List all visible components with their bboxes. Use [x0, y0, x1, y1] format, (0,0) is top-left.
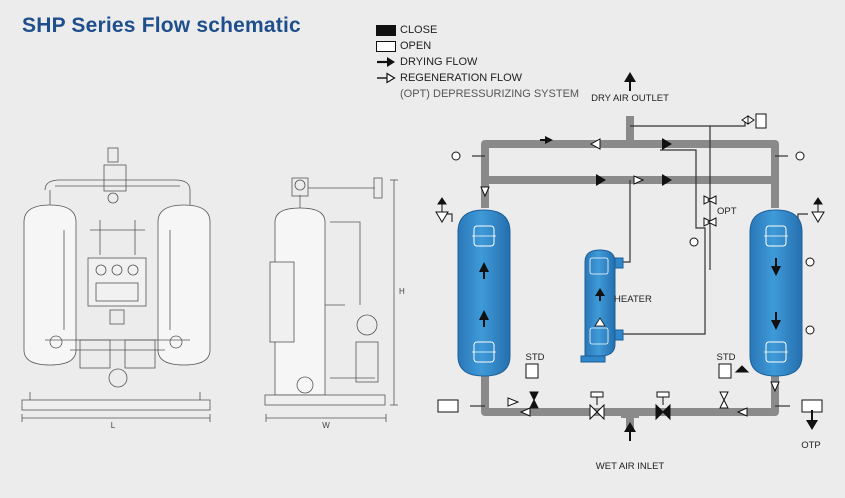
dry-air-outlet-label: DRY AIR OUTLET [591, 93, 669, 104]
hollow-arrow-icon [633, 175, 645, 185]
left-adsorption-tower [457, 209, 511, 377]
check-valve-icon [529, 391, 539, 409]
legend-regeneration-label: REGENERATION FLOW [400, 72, 523, 84]
legend-regeneration-flow: REGENERATION FLOW [376, 70, 579, 86]
silencer-icon [437, 399, 823, 413]
up-arrow-icon [479, 262, 489, 327]
legend-open: OPEN [376, 38, 579, 54]
front-view-drawing [21, 147, 211, 422]
close-swatch [376, 24, 396, 36]
otp-arrow-icon [806, 410, 818, 430]
side-view-drawing [264, 177, 398, 422]
valve-icon [741, 113, 767, 129]
hollow-arrow-icon [376, 72, 396, 84]
solid-arrow-icon [596, 174, 606, 186]
solid-arrow-icon [376, 56, 396, 68]
inlet-arrow-icon [621, 412, 639, 441]
open-swatch [376, 40, 396, 52]
gauge-icon [689, 237, 699, 247]
valve-icon [703, 195, 717, 205]
safety-valve-icon [811, 197, 825, 223]
butterfly-valve-icon [589, 391, 605, 421]
std-right-label: STD [717, 352, 736, 363]
pipe-network [481, 116, 779, 432]
outlet-arrow-icon [624, 72, 636, 91]
drain-valve-icon [507, 363, 750, 407]
std-left-label: STD [526, 352, 545, 363]
gauge-icon [451, 151, 805, 161]
solid-arrow-icon [662, 174, 672, 186]
legend-open-label: OPEN [400, 40, 432, 52]
gauge-icon [805, 257, 815, 335]
hollow-arrow-icon [736, 407, 748, 417]
hollow-arrow-icon [519, 407, 531, 417]
solid-arrow-icon [662, 138, 672, 150]
front-width-mark: L [111, 421, 116, 430]
hollow-arrow-icon [480, 186, 490, 198]
down-arrow-icon [771, 258, 781, 330]
legend-drying-flow: DRYING FLOW [376, 54, 579, 70]
butterfly-valve-icon [655, 391, 671, 421]
legend-opt-label: (OPT) DEPRESSURIZING SYSTEM [400, 88, 580, 100]
heater-arrow-icon [594, 288, 606, 327]
side-width-mark: W [322, 421, 330, 430]
height-mark: H [399, 287, 405, 296]
otp-label: OTP [801, 440, 821, 451]
flow-arrows [480, 136, 780, 417]
hollow-arrow-icon [770, 381, 780, 393]
right-adsorption-tower [749, 209, 803, 377]
legend: CLOSE OPEN DRYING FLOW REGENERATION FLOW… [376, 22, 579, 102]
safety-valve-icon [435, 197, 449, 223]
legend-close: CLOSE [376, 22, 579, 38]
legend-drying-label: DRYING FLOW [400, 56, 478, 68]
legend-close-label: CLOSE [400, 24, 438, 36]
heater-unit [580, 249, 624, 363]
check-valve-icon [719, 391, 729, 409]
valve-icon [703, 217, 717, 227]
heater-label: HEATER [614, 294, 652, 305]
solid-arrow-icon [540, 136, 553, 144]
wet-air-inlet-label: WET AIR INLET [596, 461, 665, 472]
page-title: SHP Series Flow schematic [22, 14, 301, 37]
hollow-arrow-icon [589, 138, 601, 150]
opt-label: OPT [717, 206, 737, 217]
valves [435, 113, 825, 421]
legend-opt-system: (OPT) DEPRESSURIZING SYSTEM [376, 86, 579, 102]
